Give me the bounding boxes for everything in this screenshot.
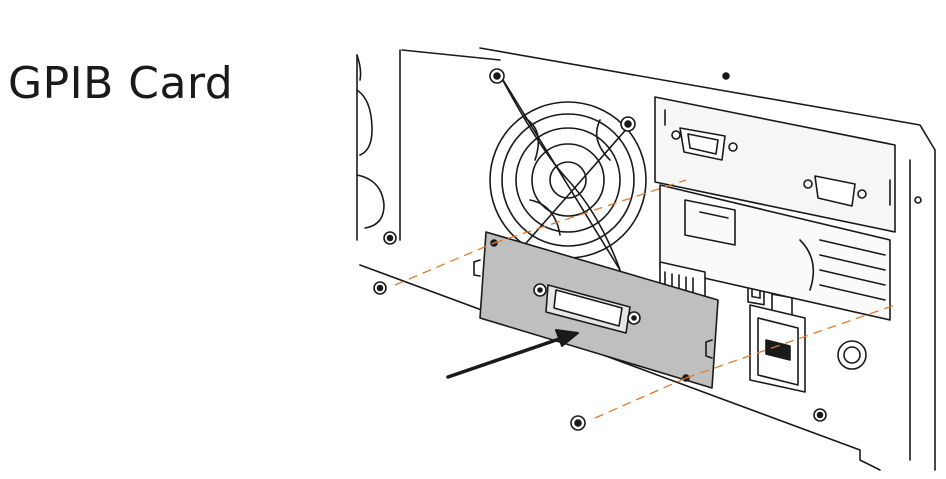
vga-port-icon [803,175,867,207]
power-inlet-icon [749,304,806,393]
db9-connector-icon [671,127,738,161]
screw-icon [373,281,827,431]
insert-arrow-icon [446,329,579,379]
page-title: GPIB Card [8,58,234,109]
chassis-body [359,47,936,471]
fuse-knob-icon [837,340,867,370]
gpib-connector-icon [533,283,641,334]
alignment-guides [394,179,896,419]
chassis-left-side [356,49,401,245]
card-slot [659,184,891,321]
